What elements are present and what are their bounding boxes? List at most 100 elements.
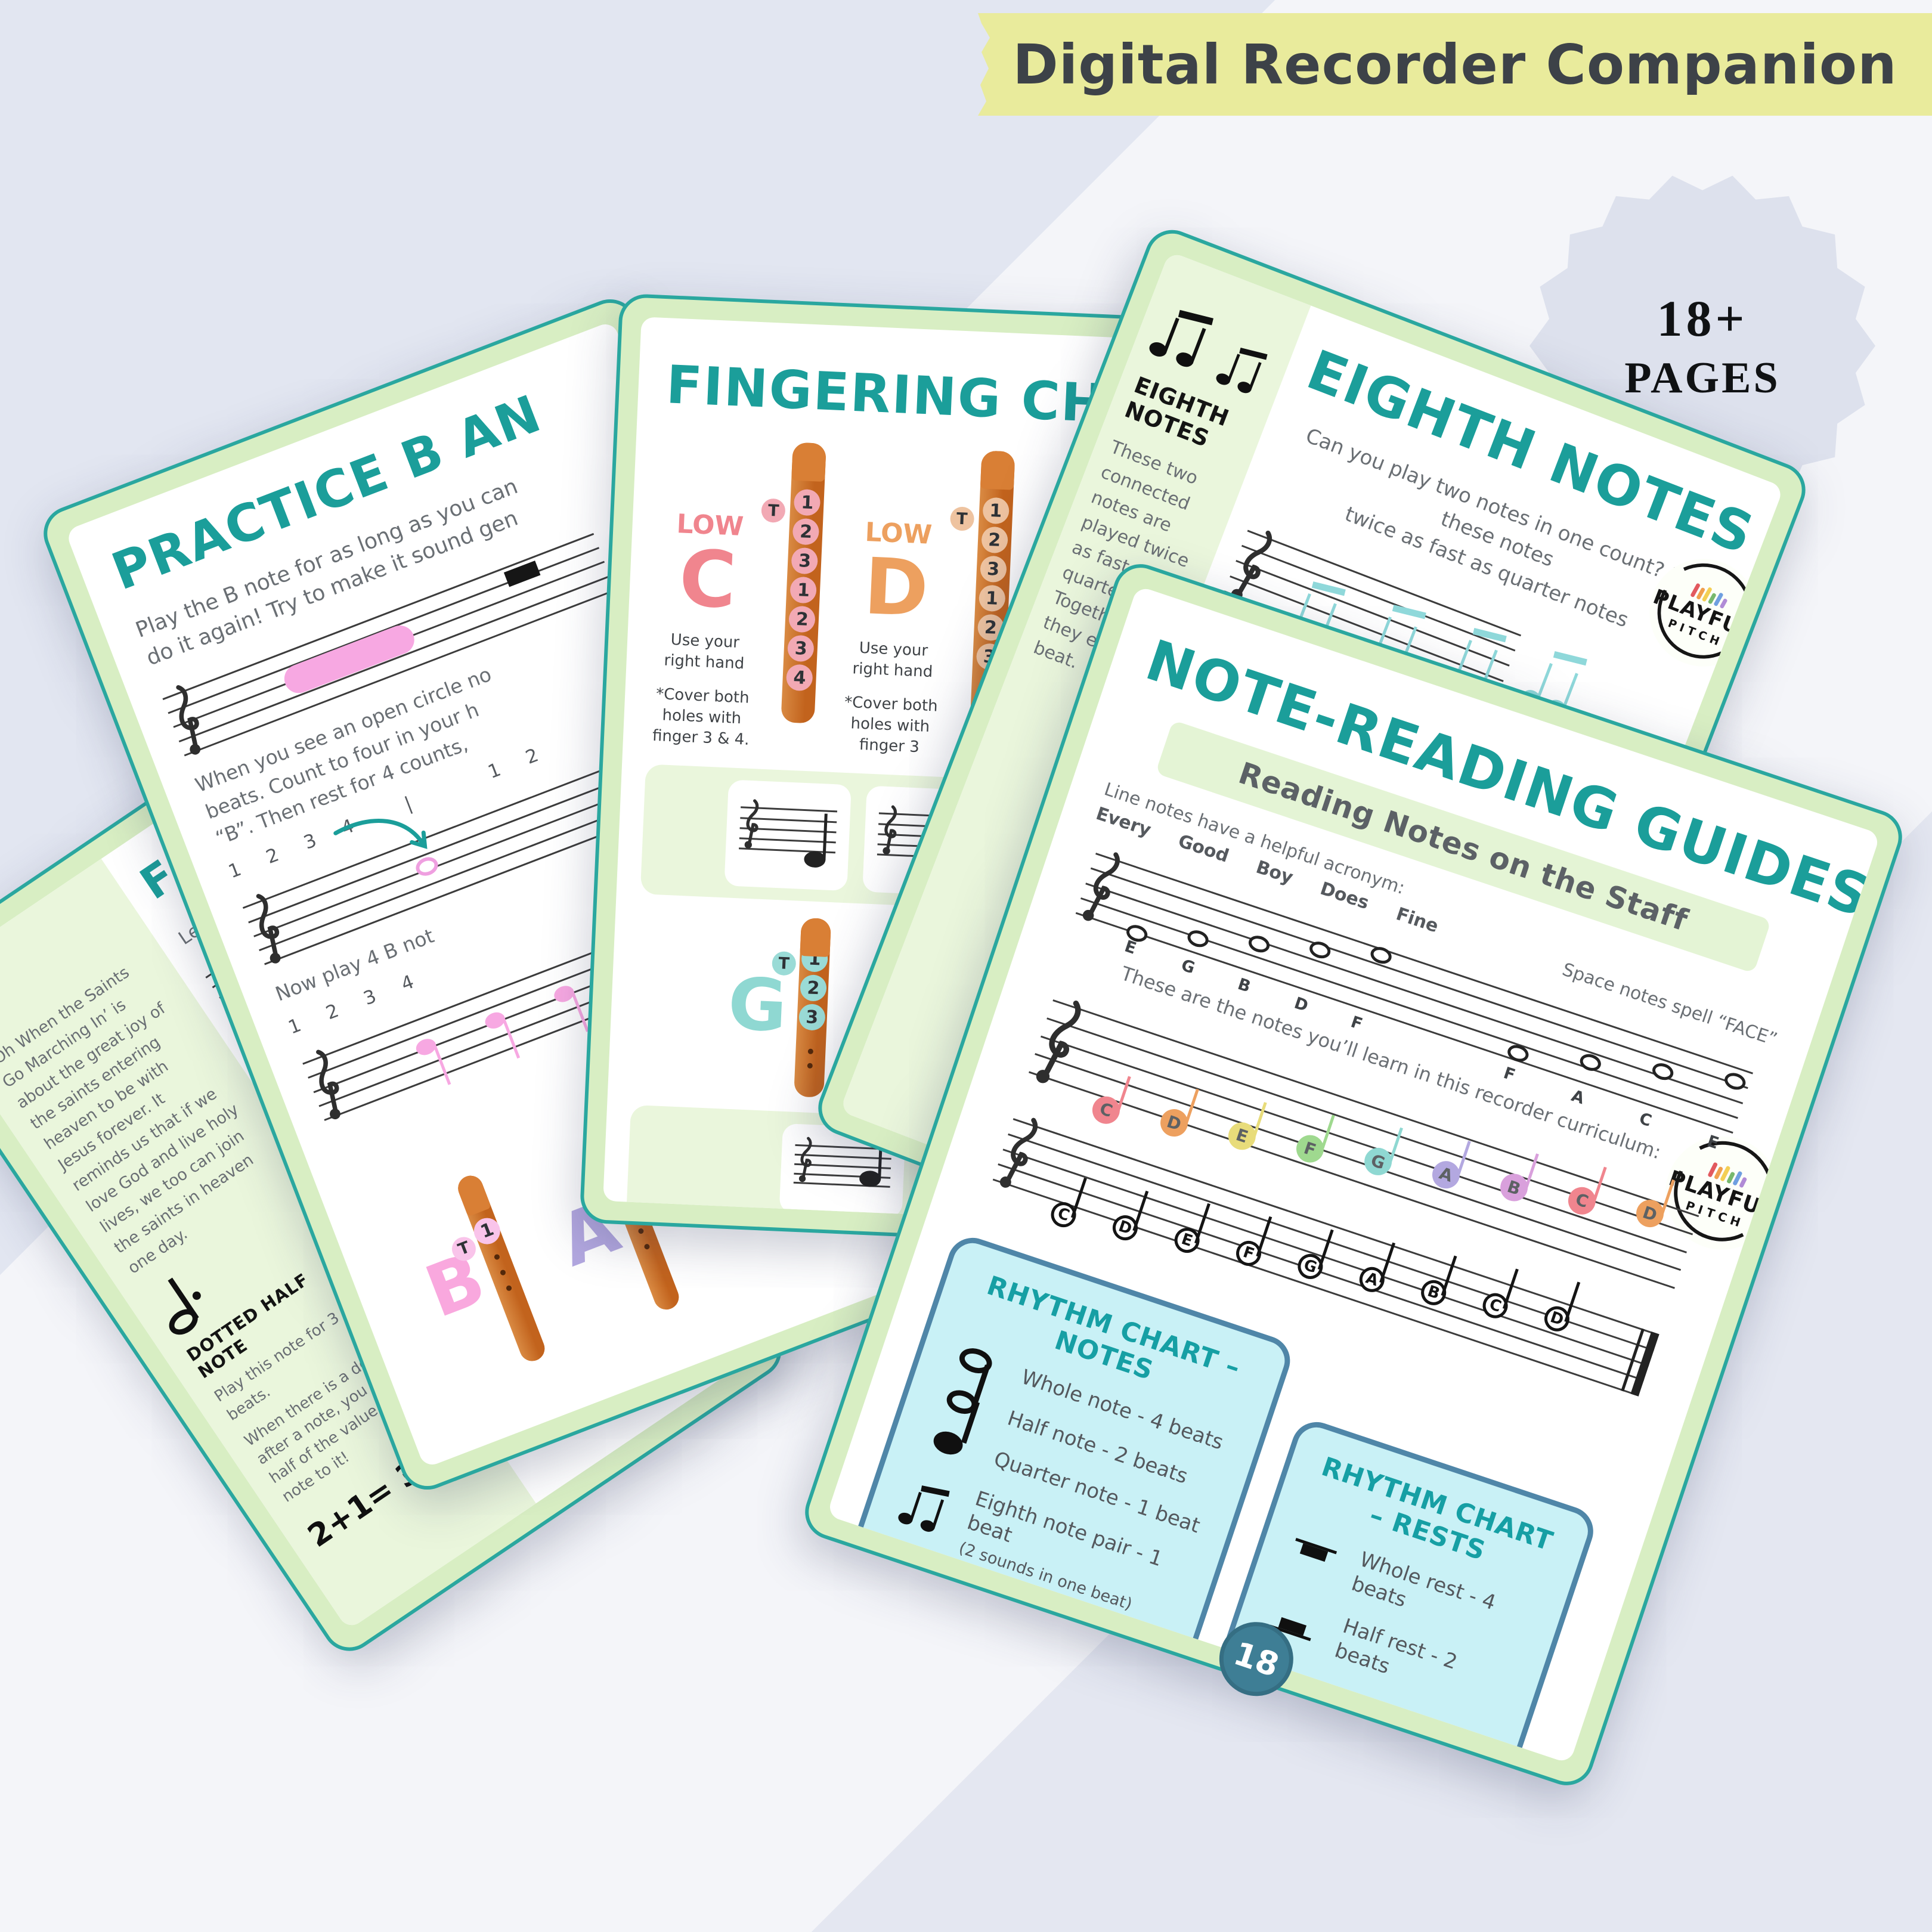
thumb-chip: T: [949, 506, 975, 531]
curriculum-notes-staff: C D E F G A B C D: [1029, 999, 1699, 1289]
dot-icon: [191, 1290, 203, 1302]
page-number: 18: [1229, 1634, 1284, 1685]
pages-word: PAGES: [1624, 353, 1781, 402]
space-note-a: [1577, 1051, 1603, 1074]
curriculum-note-e: E: [1224, 1118, 1260, 1154]
curriculum-note-a: A: [1428, 1157, 1464, 1193]
scale-note-f: F: [1233, 1237, 1265, 1270]
fingering-column-g: G T 1 2 3: [724, 915, 831, 1098]
hole-chip: 4: [786, 664, 813, 692]
recorder-g: T 1 2 3: [771, 918, 831, 1098]
brand-playful: PLAYFUL: [1650, 584, 1756, 644]
hole-chip: 1: [982, 497, 1010, 525]
treble-clef-icon: [882, 805, 897, 855]
whole-note-icon: [956, 1344, 996, 1378]
recorder-low-c: T 1 2 3 1 2 3 4: [761, 442, 827, 724]
eighth-rest-icon: [1238, 1734, 1260, 1764]
line-note-f: [1368, 944, 1394, 967]
curriculum-note-c: C: [1088, 1092, 1124, 1128]
hole-chip: 3: [798, 1004, 826, 1032]
half-note-icon: [164, 1304, 203, 1340]
hand-caption: Use your right hand: [852, 639, 933, 682]
curriculum-note-b: B: [1496, 1170, 1532, 1205]
curriculum-note-d: D: [1156, 1106, 1192, 1141]
hole-chip: 1: [793, 488, 821, 516]
product-title: Digital Recorder Companion: [1013, 32, 1897, 97]
line-note-letter: D: [1292, 993, 1311, 1015]
note-g: [859, 1170, 881, 1187]
hole-chip: 1: [789, 576, 818, 604]
space-note-f: [1505, 1042, 1531, 1065]
scale-note-c2: C: [1479, 1290, 1512, 1322]
hand-caption: Use your right hand: [663, 630, 745, 673]
quarter-note-icon: [930, 1428, 966, 1459]
line-note-letter: G: [1179, 955, 1197, 978]
hole-chip: 2: [788, 605, 816, 633]
note-low-c: [803, 850, 826, 868]
counts-b: 1 2: [485, 744, 543, 784]
space-note-c: [1650, 1061, 1676, 1083]
curriculum-note-f: F: [1292, 1131, 1328, 1166]
rainbow-bars-icon: [1707, 1159, 1749, 1188]
fingering-column-low-c: LOW C Use your right hand *Cover both ho…: [646, 436, 849, 755]
hole-chip: 3: [979, 555, 1007, 583]
space-note-e: [1722, 1070, 1748, 1092]
half-rest-icon: [503, 561, 541, 587]
teal-arrow-icon: [333, 819, 428, 850]
scale-note-c: C: [1048, 1199, 1080, 1231]
eighth-note-pair-icon: [1147, 301, 1216, 371]
row-label: Eighth rest - ½ beat: [1283, 1742, 1475, 1764]
treble-clef-icon: [1082, 852, 1120, 921]
four-b-notes-staff: [302, 897, 756, 1122]
scale-note-d2: D: [1541, 1302, 1573, 1335]
scale-note-e: E: [1171, 1224, 1203, 1256]
scale-note-a: A: [1356, 1264, 1388, 1296]
line-space-notes-staff: E G B D F F A C E: [1075, 852, 1753, 1153]
b-note-staff: [162, 532, 616, 757]
pink-quarter-note: [482, 1009, 507, 1032]
treble-clef-icon: [798, 1137, 812, 1182]
open-circle-staff: [243, 742, 696, 965]
hole-chip: 1: [978, 584, 1006, 612]
hole-chip: 2: [792, 518, 820, 546]
brand-pitch: PITCH: [1666, 615, 1726, 649]
hole-chip: 2: [799, 974, 827, 1002]
note-letter: C: [677, 532, 738, 626]
treble-clef-icon: [999, 1117, 1038, 1188]
hole-chip: 1: [801, 945, 828, 973]
eighth-note-icon: [877, 1556, 925, 1614]
note-letter: G: [726, 962, 789, 1048]
line-note-d: [1307, 939, 1333, 961]
hole-chip: 3: [787, 634, 815, 662]
space-note-letter: F: [1501, 1063, 1518, 1085]
line-note-b: [1246, 933, 1272, 956]
space-note-letter: A: [1569, 1086, 1587, 1108]
line-note-letter: B: [1235, 974, 1253, 996]
scale-note-b: B: [1417, 1277, 1450, 1309]
pages-count: 18+: [1657, 289, 1748, 347]
hole-chip-1: 1: [470, 1213, 504, 1248]
scale-note-d: D: [1109, 1212, 1141, 1244]
treble-clef-icon: [744, 799, 758, 849]
eighth-note-pair-icon: [896, 1479, 951, 1535]
eighth-note-pair-icon: [1214, 341, 1270, 397]
whole-rest-icon: [1289, 1538, 1337, 1575]
hole-chip: 2: [980, 526, 1008, 554]
note-letter: D: [862, 541, 931, 634]
pink-quarter-note: [551, 983, 576, 1005]
curriculum-note-c2: C: [1564, 1183, 1600, 1218]
treble-clef-icon: [176, 685, 201, 755]
rainbow-bars-icon: [1690, 580, 1730, 609]
staff-note-box-d: [862, 785, 990, 897]
product-banner: Digital Recorder Companion: [978, 13, 1932, 116]
treble-clef-icon: [316, 1049, 340, 1120]
hole-chip: 3: [791, 547, 819, 575]
space-note-letter: C: [1637, 1109, 1654, 1131]
page-practice-b: PRACTICE B AN Play the B note for as lon…: [35, 291, 1002, 1498]
treble-clef-icon: [1036, 1001, 1081, 1083]
scale-note-g: G: [1294, 1250, 1326, 1283]
cover-caption: *Cover both holes with finger 3: [844, 693, 939, 757]
curriculum-note-d2: D: [1632, 1196, 1668, 1231]
curriculum-note-g: G: [1360, 1144, 1396, 1179]
